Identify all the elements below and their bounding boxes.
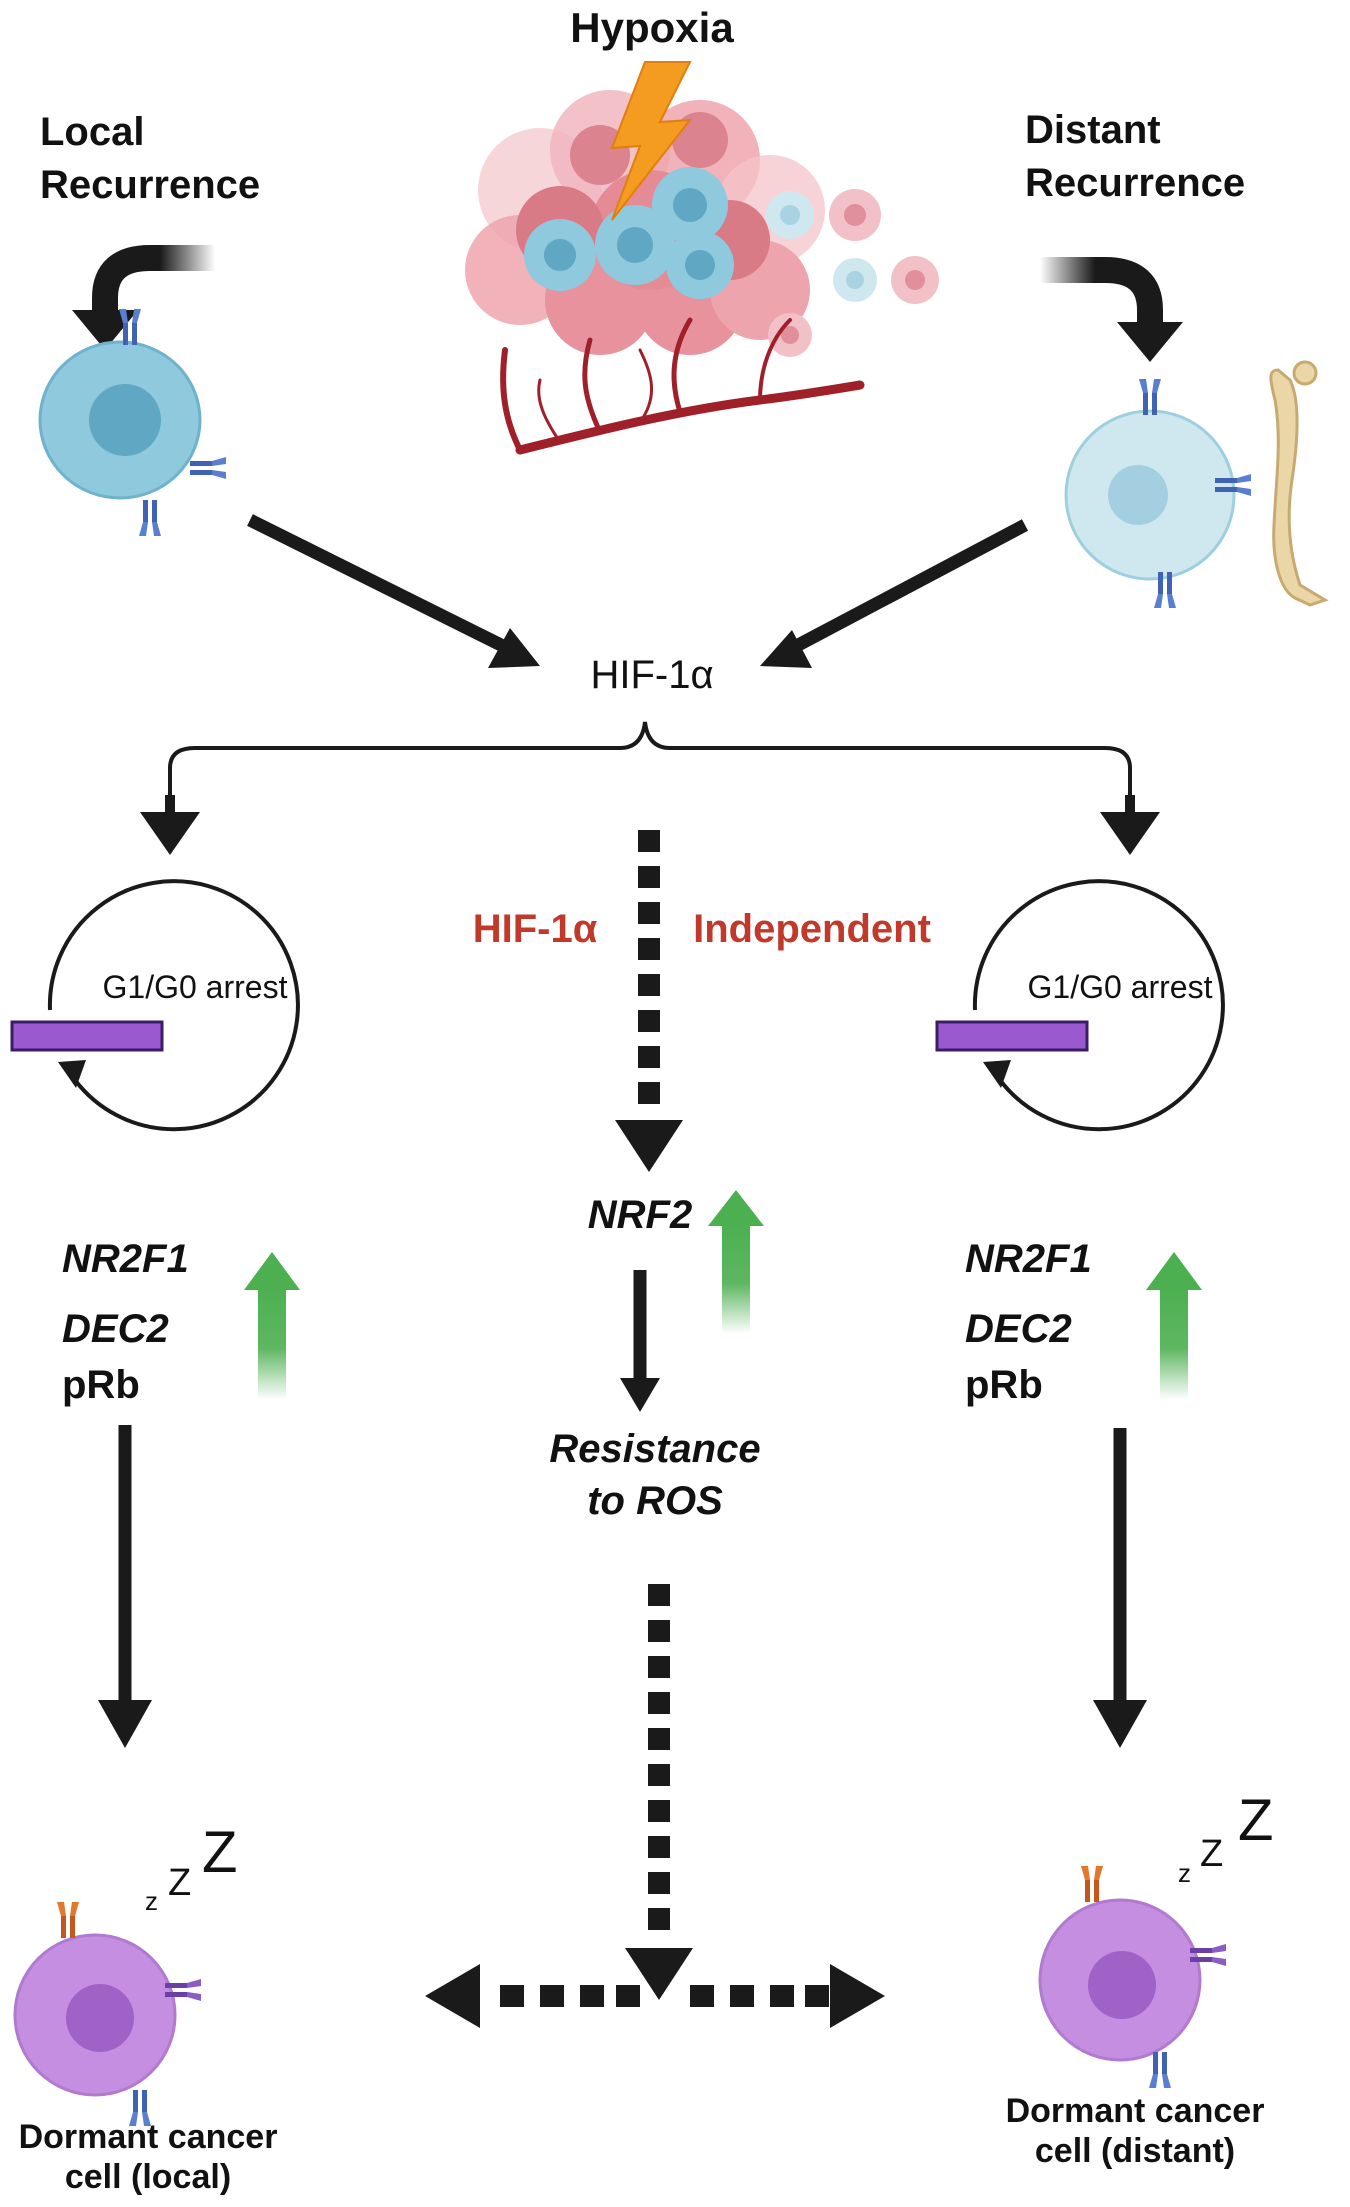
dormant-distant-label-line2: cell (distant) [1035,2132,1235,2170]
distant-recurrence-label-line1: Distant [1025,108,1161,152]
sleep-left-mid: Z [168,1862,191,1904]
cell-cycle-right-label: G1/G0 arrest [1028,969,1213,1005]
right-gene-prb: pRb [965,1363,1043,1407]
upregulation-arrow-icon [708,1190,764,1334]
tumor-icon [465,90,939,357]
resistance-label-line1: Resistance [549,1427,760,1471]
sleep-right-big: Z [1238,1788,1273,1853]
right-gene-dec2: DEC2 [965,1307,1072,1351]
hif-independent-right: Independent [693,907,931,951]
cancer-cell-icon [38,309,226,536]
receptor-icon [57,1902,79,1938]
right-gene-nr2f1: NR2F1 [965,1237,1092,1281]
local-recurrence-label-line1: Local [40,110,144,154]
local-recurrence-label-line2: Recurrence [40,163,260,207]
arrow-local-to-hif [247,514,518,658]
dormant-local-label-line1: Dormant cancer [19,2118,278,2156]
sleep-icon: z Z Z [145,1820,237,1916]
dotted-arrow-hif-independent [615,830,683,1172]
dormant-local-label-line2: cell (local) [65,2158,231,2196]
sleep-right-small: z [1178,1858,1191,1888]
upregulation-arrow-icon [244,1252,300,1400]
sleep-left-big: Z [202,1820,237,1885]
upregulation-arrow-icon [1146,1252,1202,1400]
hif-independent-left: HIF-1α [473,907,598,951]
bone-icon [1269,360,1329,607]
left-gene-nr2f1: NR2F1 [62,1237,189,1281]
cell-cycle-bar [935,1020,1089,1052]
left-gene-dec2: DEC2 [62,1307,169,1351]
curved-arrow-right [1040,257,1183,362]
cancer-cell-icon [1038,1866,1226,2088]
sleep-left-small: z [145,1886,158,1916]
hypoxia-title: Hypoxia [570,4,734,51]
cancer-cell-icon [13,1902,201,2126]
cancer-cell-icon [1064,379,1251,608]
cell-cycle-bar [10,1020,164,1052]
dormant-distant-label-line1: Dormant cancer [1006,2092,1265,2130]
dotted-arrow-resistance-down [625,1584,693,2000]
hif-label: HIF-1α [590,653,713,697]
distant-recurrence-label-line2: Recurrence [1025,161,1245,205]
cell-cycle-left-label: G1/G0 arrest [103,969,288,1005]
receptor-icon [1081,1866,1103,1902]
nrf2-label: NRF2 [588,1193,692,1237]
resistance-label-line2: to ROS [587,1479,723,1523]
left-gene-prb: pRb [62,1363,140,1407]
sleep-right-mid: Z [1200,1833,1223,1875]
dotted-arrow-horizontal [425,1964,885,2028]
blood-vessel-icon [500,317,865,455]
sleep-icon: z Z Z [1178,1788,1273,1888]
arrow-distant-to-hif [781,519,1029,658]
lightning-bolt-icon [610,61,693,221]
brace [168,721,1132,795]
cell-cycle-icon [10,879,300,1132]
curved-arrow-left [72,245,215,350]
cell-cycle-icon [935,879,1225,1132]
